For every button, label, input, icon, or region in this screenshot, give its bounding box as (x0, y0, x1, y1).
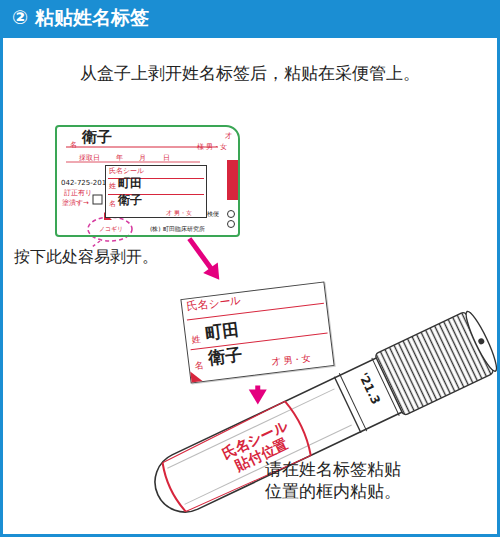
label-text: 町田 (205, 320, 241, 344)
arrow-head (203, 262, 219, 279)
date-mark: '21.3 (355, 371, 382, 407)
label-text: 訂正有り (64, 189, 92, 197)
label-text: 名 (70, 141, 77, 149)
callout-text: 按下此处容易剥开。 (14, 248, 158, 266)
instruction-text: 从盒子上剥开姓名标签后，粘贴在采便管上。 (0, 64, 500, 84)
flow-arrow (189, 239, 219, 280)
label-text: 姓 (191, 334, 201, 345)
press-callout (88, 217, 132, 241)
arrow-head (249, 389, 267, 404)
peel-corner (190, 370, 202, 382)
label-card: 衛子名才様 男・女採取日 年 月 日042-725-2010訂正有り塗潰す→検便… (55, 125, 240, 237)
title-text: ② 粘贴姓名标签 (12, 7, 149, 29)
label-text: 塗潰す→ (62, 199, 89, 207)
fill-box (93, 195, 102, 204)
label-text: 042-725-2010 (61, 179, 111, 187)
label-text: 才 男・女 (166, 210, 192, 217)
name-sticker: 氏名シール姓町田名衛子才 男・女 (105, 165, 207, 218)
label-text: 衛子 (82, 129, 112, 146)
label-text: 検便 (207, 211, 219, 218)
label-text: ノコギリ (99, 226, 123, 233)
label-text: 姓 (109, 182, 116, 190)
label-text: 才 (225, 132, 232, 140)
name-line (66, 147, 218, 148)
flow-arrow (249, 386, 267, 405)
arrow-shaft (189, 239, 211, 270)
label-text: 衛子 (118, 194, 142, 208)
leader-line (92, 241, 100, 247)
label-text: 氏名シール (109, 167, 144, 175)
label-text: 名 (194, 360, 204, 371)
label-text: 様 男・女 (197, 143, 227, 151)
peeled-sticker: 氏名シール姓町田名衛子 才 男・女 (180, 281, 334, 383)
label-text: 衛子 (208, 345, 244, 369)
label-text: 採取日 年 月 日 (79, 154, 170, 162)
label-text: (株) 町田臨床研究所 (150, 226, 205, 233)
label-text: 氏名シール (186, 295, 242, 314)
label-text: 町田 (118, 177, 142, 191)
check-circle (228, 221, 235, 228)
label-text: 名 (109, 200, 116, 208)
check-circle (228, 211, 235, 218)
instruction-text: 请在姓名标签粘贴 位置的框内粘贴。 (265, 458, 417, 502)
card-fill (56, 126, 239, 236)
label-text: 才 男・女 (271, 353, 311, 368)
